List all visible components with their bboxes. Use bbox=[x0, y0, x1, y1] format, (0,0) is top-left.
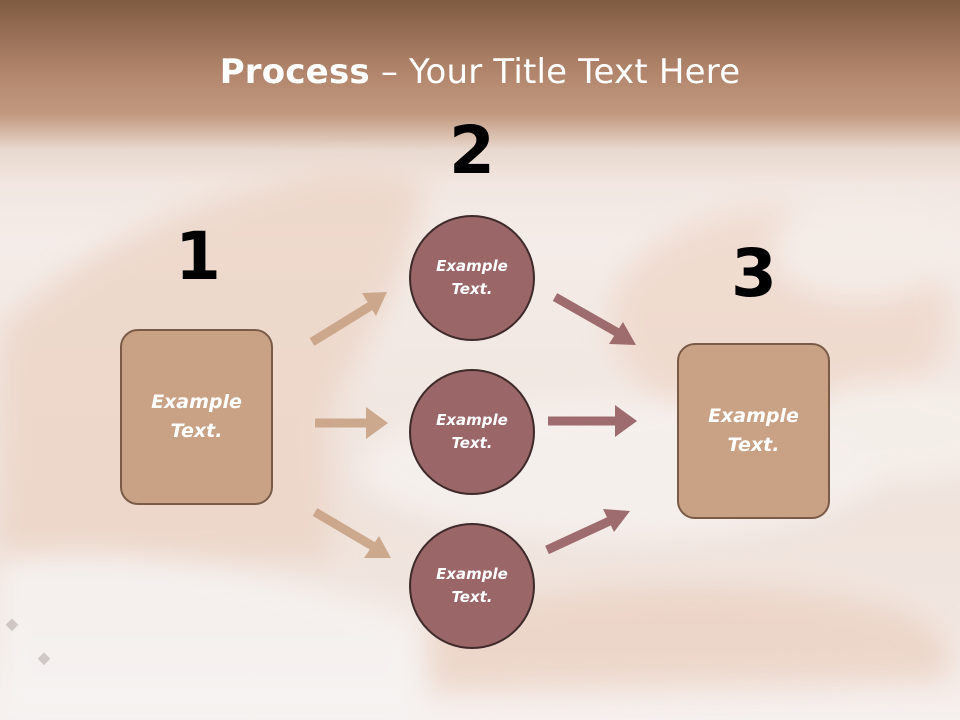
step-2-circle-top-label: Example Text. bbox=[436, 257, 508, 298]
arrow-from-circle-middle bbox=[548, 405, 637, 437]
arrow-from-circle-top bbox=[552, 293, 636, 345]
step-1-label: Example Text. bbox=[151, 391, 242, 442]
step-2-number: 2 bbox=[449, 112, 495, 189]
step-3-box: Example Text. bbox=[677, 343, 830, 519]
arrow-to-circle-top bbox=[309, 292, 387, 346]
arrow-from-circle-bottom bbox=[545, 509, 630, 555]
arrow-to-circle-middle bbox=[315, 407, 388, 439]
step-3-label: Example Text. bbox=[708, 405, 799, 456]
step-1-box: Example Text. bbox=[120, 329, 273, 505]
step-3-number: 3 bbox=[731, 235, 777, 312]
step-2-circle-top: Example Text. bbox=[409, 215, 535, 341]
arrow-to-circle-bottom bbox=[312, 508, 391, 558]
slide-title: Process – Your Title Text Here bbox=[0, 52, 960, 92]
step-2-circle-middle-label: Example Text. bbox=[436, 411, 508, 452]
step-1-number: 1 bbox=[175, 218, 221, 295]
title-bold: Process bbox=[219, 52, 370, 92]
step-2-circle-bottom: Example Text. bbox=[409, 523, 535, 649]
step-2-circle-bottom-label: Example Text. bbox=[436, 565, 508, 606]
step-2-circle-middle: Example Text. bbox=[409, 369, 535, 495]
title-rest: – Your Title Text Here bbox=[369, 52, 741, 92]
